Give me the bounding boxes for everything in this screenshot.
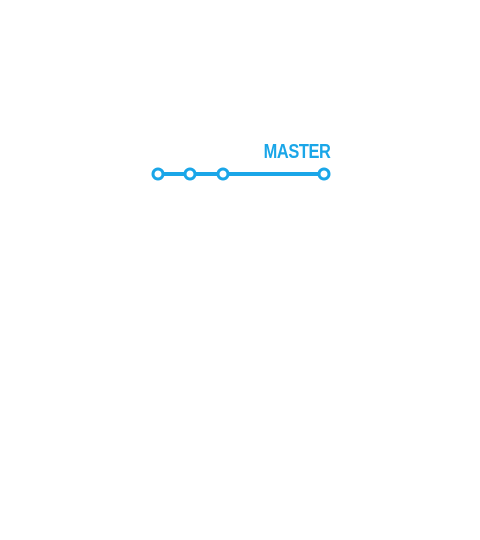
timeline-node-1	[151, 167, 165, 181]
timeline-node-3	[216, 167, 230, 181]
timeline-node-2	[183, 167, 197, 181]
timeline-node-4	[317, 167, 331, 181]
master-logo: MASTER	[148, 118, 338, 323]
timeline-graphic	[151, 167, 331, 181]
logo-word: MASTER	[263, 141, 330, 163]
